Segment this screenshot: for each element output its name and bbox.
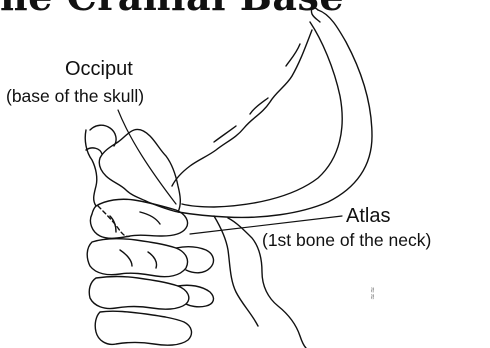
cranial-inner-edge [172, 30, 312, 186]
skull-inner-contour [182, 22, 342, 207]
atlas-description: (1st bone of the neck) [262, 230, 431, 251]
occiput-detail [86, 125, 116, 154]
atlas-bone [90, 199, 187, 238]
neck-inner-contour [214, 216, 258, 326]
axis-bone [87, 239, 187, 277]
c4-bone [95, 311, 191, 345]
skull-base-front [85, 130, 97, 206]
atlas-detail [110, 212, 160, 232]
occiput-label: Occiput [65, 58, 133, 81]
c3-bone [89, 277, 189, 310]
cranial-ridge [214, 44, 300, 142]
atlas-label: Atlas [346, 205, 390, 228]
axis-detail [120, 250, 157, 268]
occiput-description: (base of the skull) [6, 86, 144, 107]
artist-signature: ≈≈ [368, 287, 377, 300]
skull-outer-contour [178, 10, 372, 217]
